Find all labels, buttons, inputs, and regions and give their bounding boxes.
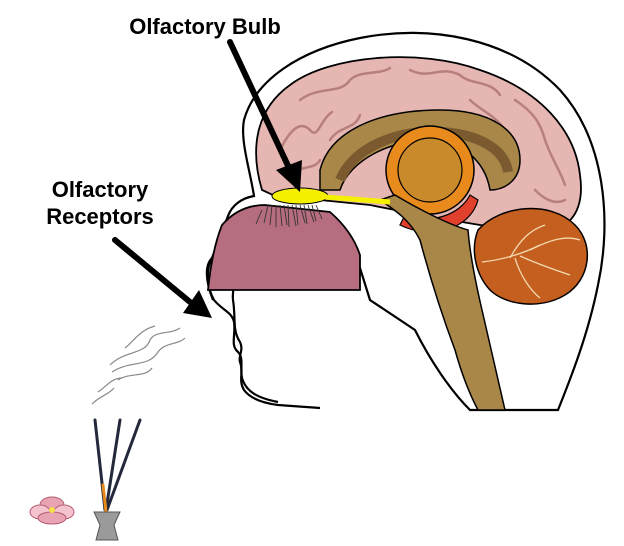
face-profile [206,257,279,404]
lotus-flower-icon [29,496,75,525]
olfactory-receptor-fibres [255,204,323,228]
incense-sticks-icon [93,418,142,514]
bulb-arrow [227,39,302,192]
olfactory-bulb-label: Olfactory Bulb [129,14,281,39]
head-outline [205,31,606,412]
olfactory-receptors-label-line2: Receptors [46,204,154,229]
olfactory-tract [324,194,391,205]
cerebellum [473,207,589,305]
thalamus [397,137,463,203]
receptors-arrow [112,237,212,318]
olfactory-receptors-label-line1: Olfactory [52,177,149,202]
cerebellum-arbor [481,224,581,299]
smoke-swirl-icon [91,325,186,405]
brainstem [378,194,506,411]
incense-holder-icon [93,511,121,541]
nasal-cavity [207,204,361,291]
